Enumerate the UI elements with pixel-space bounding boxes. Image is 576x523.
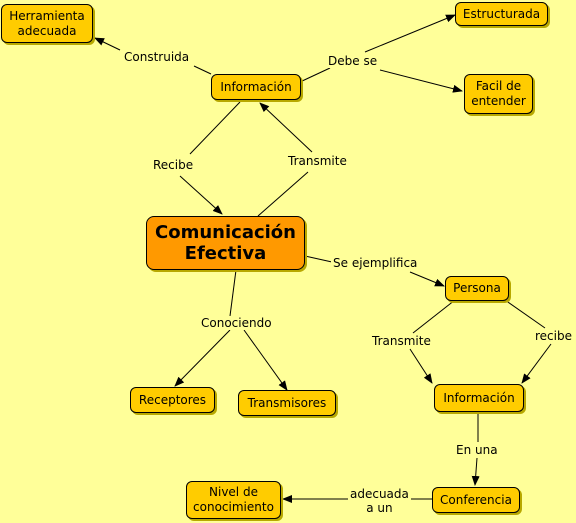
connector-enuna-conferencia (471, 457, 480, 486)
connector-recibe-informacion-bottom (521, 343, 552, 384)
connector-conociendo-transmisores (243, 329, 288, 391)
concept-facil-de-entender[interactable]: Facil de entender (464, 74, 533, 114)
link-debe-se: Debe se (326, 54, 380, 68)
concept-conferencia[interactable]: Conferencia (432, 487, 520, 513)
concept-estructurada[interactable]: Estructurada (455, 2, 548, 26)
concept-transmisores[interactable]: Transmisores (238, 390, 336, 416)
connector-conociendo-receptores (174, 329, 231, 387)
connector-comunicacion-conociendo (229, 269, 237, 317)
link-recibe: Recibe (151, 158, 196, 172)
link-adecuada-a-un: adecuada a un (348, 487, 411, 515)
link-conociendo: Conociendo (199, 316, 274, 330)
connector-transmite-informacion (259, 102, 313, 153)
link-construida: Construida (122, 50, 192, 64)
concept-nivel-de-conocimiento[interactable]: Nivel de conocimiento (186, 481, 281, 519)
connector-recibe-comunicacion (179, 175, 223, 215)
concept-comunicacion-efectiva[interactable]: Comunicación Efectiva (146, 216, 305, 270)
connector-construida-herramienta (94, 37, 121, 51)
concept-informacion-bottom[interactable]: Información (434, 384, 524, 412)
link-se-ejemplifica: Se ejemplifica (331, 256, 420, 270)
concept-persona[interactable]: Persona (445, 276, 509, 301)
connector-debese-estructurada (364, 14, 456, 53)
link-en-una: En una (454, 443, 500, 457)
link-transmite-right: Transmite (370, 334, 433, 348)
connector-comunicacion-seejemplifica (304, 255, 333, 263)
concept-herramienta-adecuada[interactable]: Herramienta adecuada (1, 4, 93, 43)
connector-persona-recibe (504, 299, 546, 329)
link-recibe-right: recibe (533, 329, 574, 343)
connector-informacion-debese (299, 67, 331, 83)
connector-comunicacion-transmite (257, 171, 309, 217)
concept-receptores[interactable]: Receptores (130, 387, 215, 413)
connector-informacion-recibe (189, 101, 241, 155)
connector-persona-transmite (412, 299, 456, 334)
connector-informacion-construida (193, 65, 212, 75)
connector-seejemplifica-persona (409, 271, 445, 287)
link-transmite-top: Transmite (286, 154, 349, 168)
connector-transmite-informacion-bottom (409, 348, 433, 384)
concept-informacion-top[interactable]: Información (211, 74, 301, 100)
connector-debese-facil (379, 69, 463, 93)
